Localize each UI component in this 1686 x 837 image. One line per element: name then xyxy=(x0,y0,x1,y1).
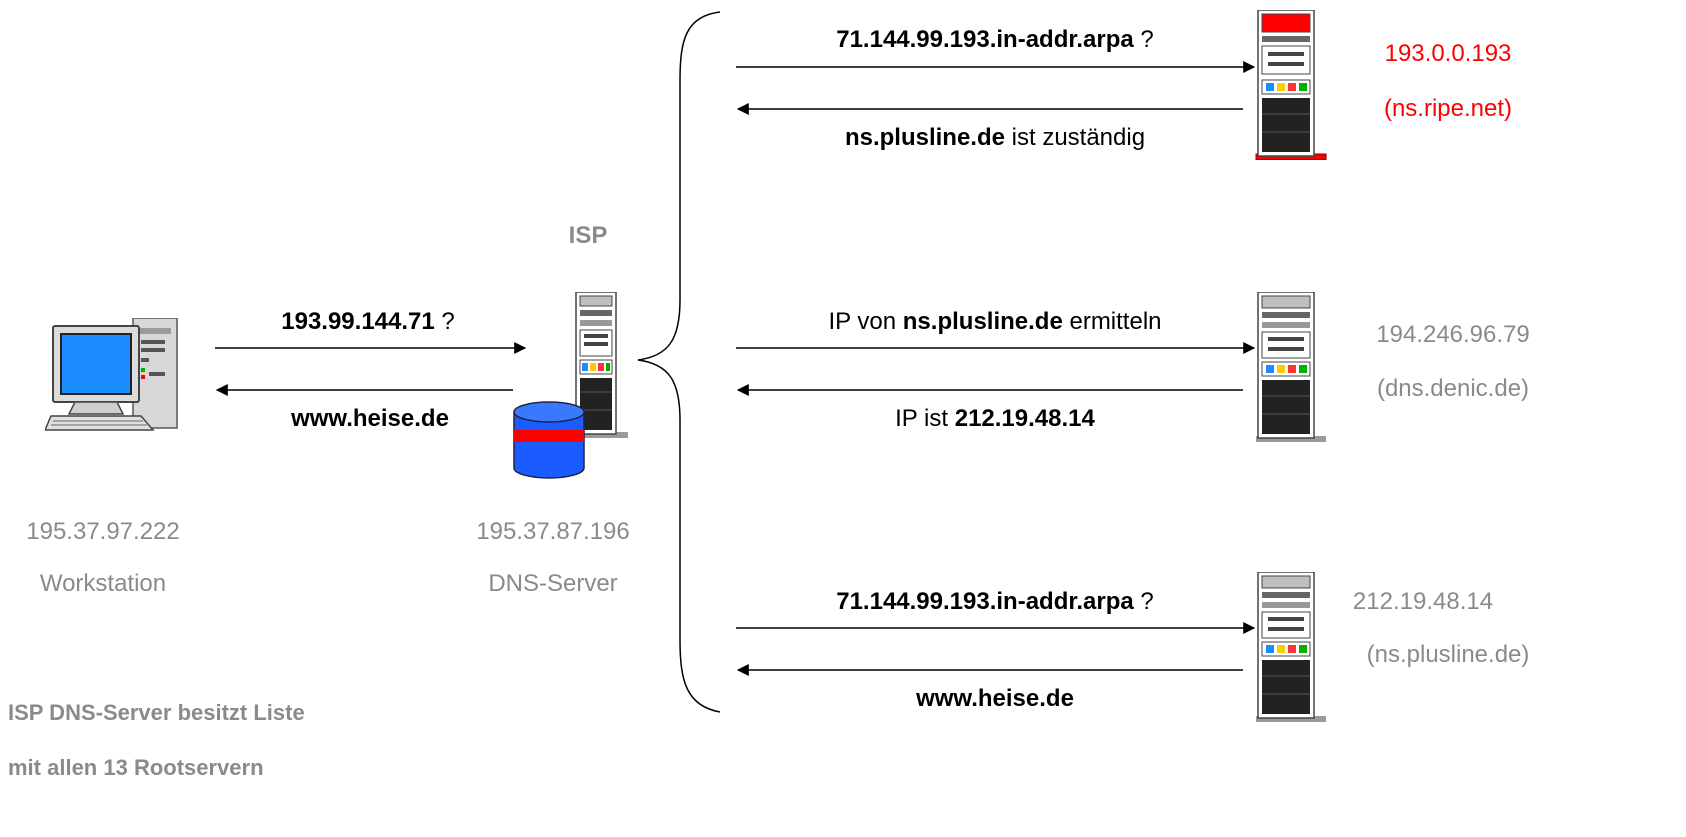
isp-name: DNS-Server xyxy=(488,570,618,597)
server-2-request-pre: IP von xyxy=(828,308,903,335)
server-1-response-post: ist zuständig xyxy=(1004,124,1146,151)
server-2-response-bold: 212.19.48.14 xyxy=(954,405,1095,432)
plusline-server-tower-icon xyxy=(1256,572,1326,722)
isp-note-line-1: ISP DNS-Server besitzt Liste xyxy=(8,700,305,725)
client-query-ip: 193.99.144.71 xyxy=(281,308,435,335)
server-2-name: (dns.denic.de) xyxy=(1376,375,1530,402)
server-2-request-bold: ns.plusline.de xyxy=(902,308,1063,335)
server-1-response-label: ns.plusline.de ist zuständig xyxy=(845,124,1145,152)
isp-note-line-2: mit allen 13 Rootservern xyxy=(8,755,264,780)
server-3-ip: 212.19.48.14 xyxy=(1352,588,1494,615)
workstation-computer-icon xyxy=(45,318,178,431)
curly-brace xyxy=(637,11,721,713)
server-3-name: (ns.plusline.de) xyxy=(1366,641,1530,668)
isp-ip: 195.37.87.196 xyxy=(476,518,630,545)
server-1-ip: 193.0.0.193 xyxy=(1384,40,1512,67)
workstation-ip: 195.37.97.222 xyxy=(26,518,180,545)
server-1-request-post: ? xyxy=(1133,26,1154,53)
server-1-request-bold: 71.144.99.193.in-addr.arpa xyxy=(836,26,1134,53)
server-2-request-post: ermitteln xyxy=(1062,308,1162,335)
server-3-response-bold: www.heise.de xyxy=(916,685,1074,712)
server-2-ip: 194.246.96.79 xyxy=(1376,321,1530,348)
workstation-name: Workstation xyxy=(39,570,167,597)
root-server-red-icon xyxy=(1255,10,1327,160)
isp-server-tower-icon xyxy=(572,292,628,438)
server-3-request-label: 71.144.99.193.in-addr.arpa ? xyxy=(836,588,1154,616)
server-1-name: (ns.ripe.net) xyxy=(1383,95,1513,122)
database-cylinder-icon xyxy=(513,401,585,479)
server-2-request-label: IP von ns.plusline.de ermitteln xyxy=(828,308,1161,336)
client-query-suffix: ? xyxy=(434,308,455,335)
server-3-request-bold: 71.144.99.193.in-addr.arpa xyxy=(836,588,1134,615)
server-1-response-bold: ns.plusline.de xyxy=(844,124,1005,151)
server-3-response-label: www.heise.de xyxy=(916,685,1074,713)
server-1-request-label: 71.144.99.193.in-addr.arpa ? xyxy=(836,26,1154,54)
client-query-label: 193.99.144.71 ? xyxy=(281,308,455,336)
server-2-response-pre: IP ist xyxy=(895,405,955,432)
server-3-request-post: ? xyxy=(1133,588,1154,615)
client-answer-label: www.heise.de xyxy=(291,405,449,432)
server-2-response-label: IP ist 212.19.48.14 xyxy=(895,405,1095,433)
isp-label: ISP xyxy=(568,222,608,249)
denic-server-tower-icon xyxy=(1256,292,1326,442)
